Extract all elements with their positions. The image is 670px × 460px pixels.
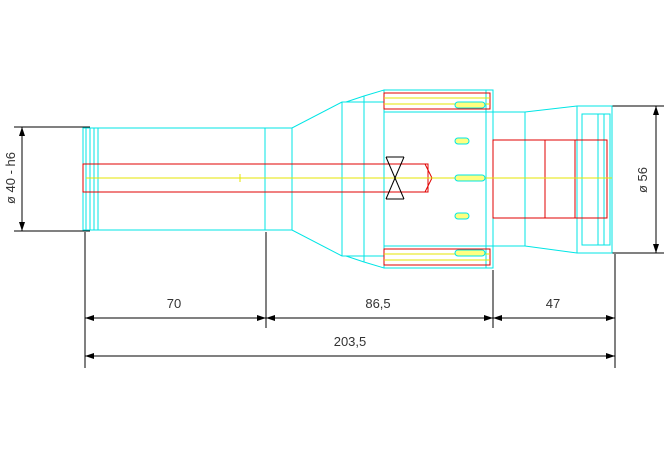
dimension-lines: [14, 105, 664, 368]
inner-body: [82, 92, 608, 266]
cone-outline: [265, 89, 385, 269]
nut-slots: [454, 101, 486, 257]
shank-diameter-label: ø 40 - h6: [3, 152, 18, 204]
collet-x-mark: [385, 156, 405, 200]
middle-length-label: 86,5: [365, 296, 390, 311]
shank-outline: [82, 127, 266, 231]
shank-length-label: 70: [167, 296, 181, 311]
dimension-arrows: [19, 106, 659, 359]
nut-diameter-label: ø 56: [635, 167, 650, 193]
total-length-label: 203,5: [334, 334, 367, 349]
center-line: [86, 97, 612, 261]
holder-outline: [493, 105, 613, 254]
nut-length-label: 47: [546, 296, 560, 311]
nut-outline: [383, 89, 494, 269]
